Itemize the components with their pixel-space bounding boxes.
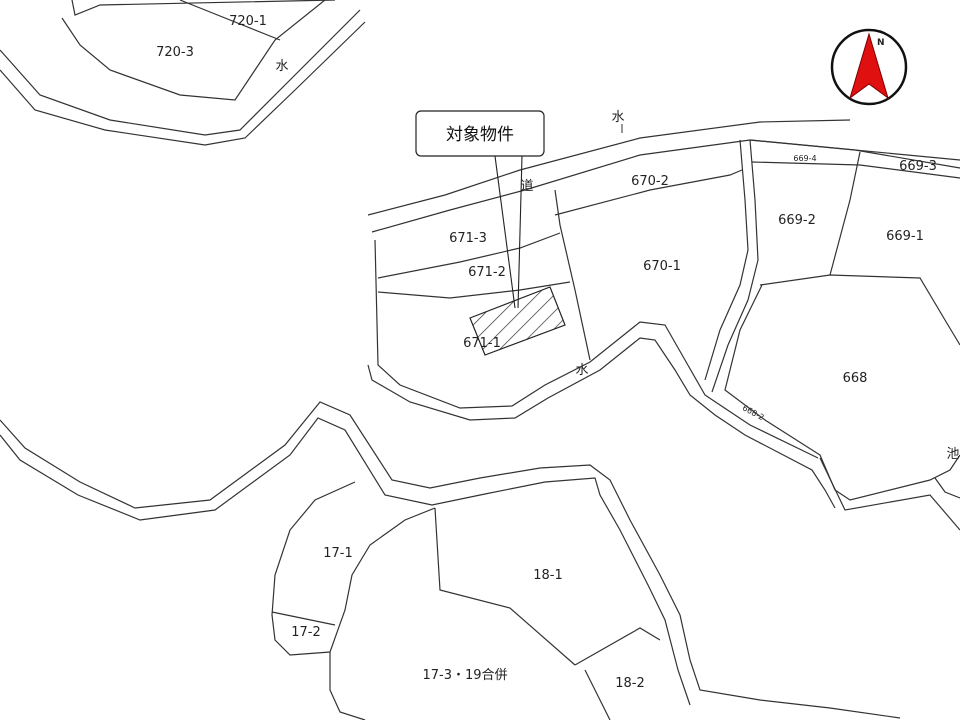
compass-label: N [877, 38, 885, 48]
callout-box [415, 110, 545, 157]
lower-channel [0, 401, 901, 719]
parcel-label-668: 668 [843, 371, 868, 386]
north-compass: N [830, 28, 908, 106]
parcel-label-669-1: 669-1 [886, 229, 924, 244]
parcel-labels: 720-1 720-3 670-2 671-3 671-2 670-1 671-… [156, 14, 937, 691]
water-label: 水 [275, 59, 288, 74]
parcel-label-671-2: 671-2 [468, 265, 506, 280]
parcel-label-669-3: 669-3 [899, 159, 937, 174]
water-label: 水 [611, 110, 624, 125]
parcel-label-669-4: 669-4 [793, 154, 816, 163]
parcel-label-17-1: 17-1 [323, 546, 353, 561]
parcel-label-669-2: 669-2 [778, 213, 816, 228]
parcel-group-669-668 [724, 151, 960, 531]
road-label: 道 [520, 179, 533, 194]
subject-property [469, 286, 566, 356]
parcel-label-671-3: 671-3 [449, 231, 487, 246]
parcel-label-670-1: 670-1 [643, 259, 681, 274]
pond-label: 池 [946, 447, 959, 462]
north-arrow-icon [849, 32, 889, 100]
feature-labels: 水 水 水 道 池 [275, 59, 959, 462]
parcel-label-720-3: 720-3 [156, 45, 194, 60]
parcel-label-18-1: 18-1 [533, 568, 563, 583]
parcel-group-671-670 [367, 139, 836, 509]
parcel-label-17-2: 17-2 [291, 625, 321, 640]
water-channel [367, 119, 960, 233]
subject-callout: 対象物件 [415, 110, 545, 309]
parcel-label-17-3-19: 17-3・19合併 [422, 668, 507, 683]
parcel-label-670-2: 670-2 [631, 174, 669, 189]
parcel-group-720 [0, 0, 366, 146]
parcel-label-668-2: 668-2 [741, 403, 766, 422]
parcel-group-17-18 [271, 481, 661, 721]
parcel-label-18-2: 18-2 [615, 676, 645, 691]
parcel-label-720-1: 720-1 [229, 14, 267, 29]
callout-text: 対象物件 [446, 125, 514, 145]
parcel-label-671-1: 671-1 [463, 336, 501, 351]
water-label: 水 [575, 363, 588, 378]
